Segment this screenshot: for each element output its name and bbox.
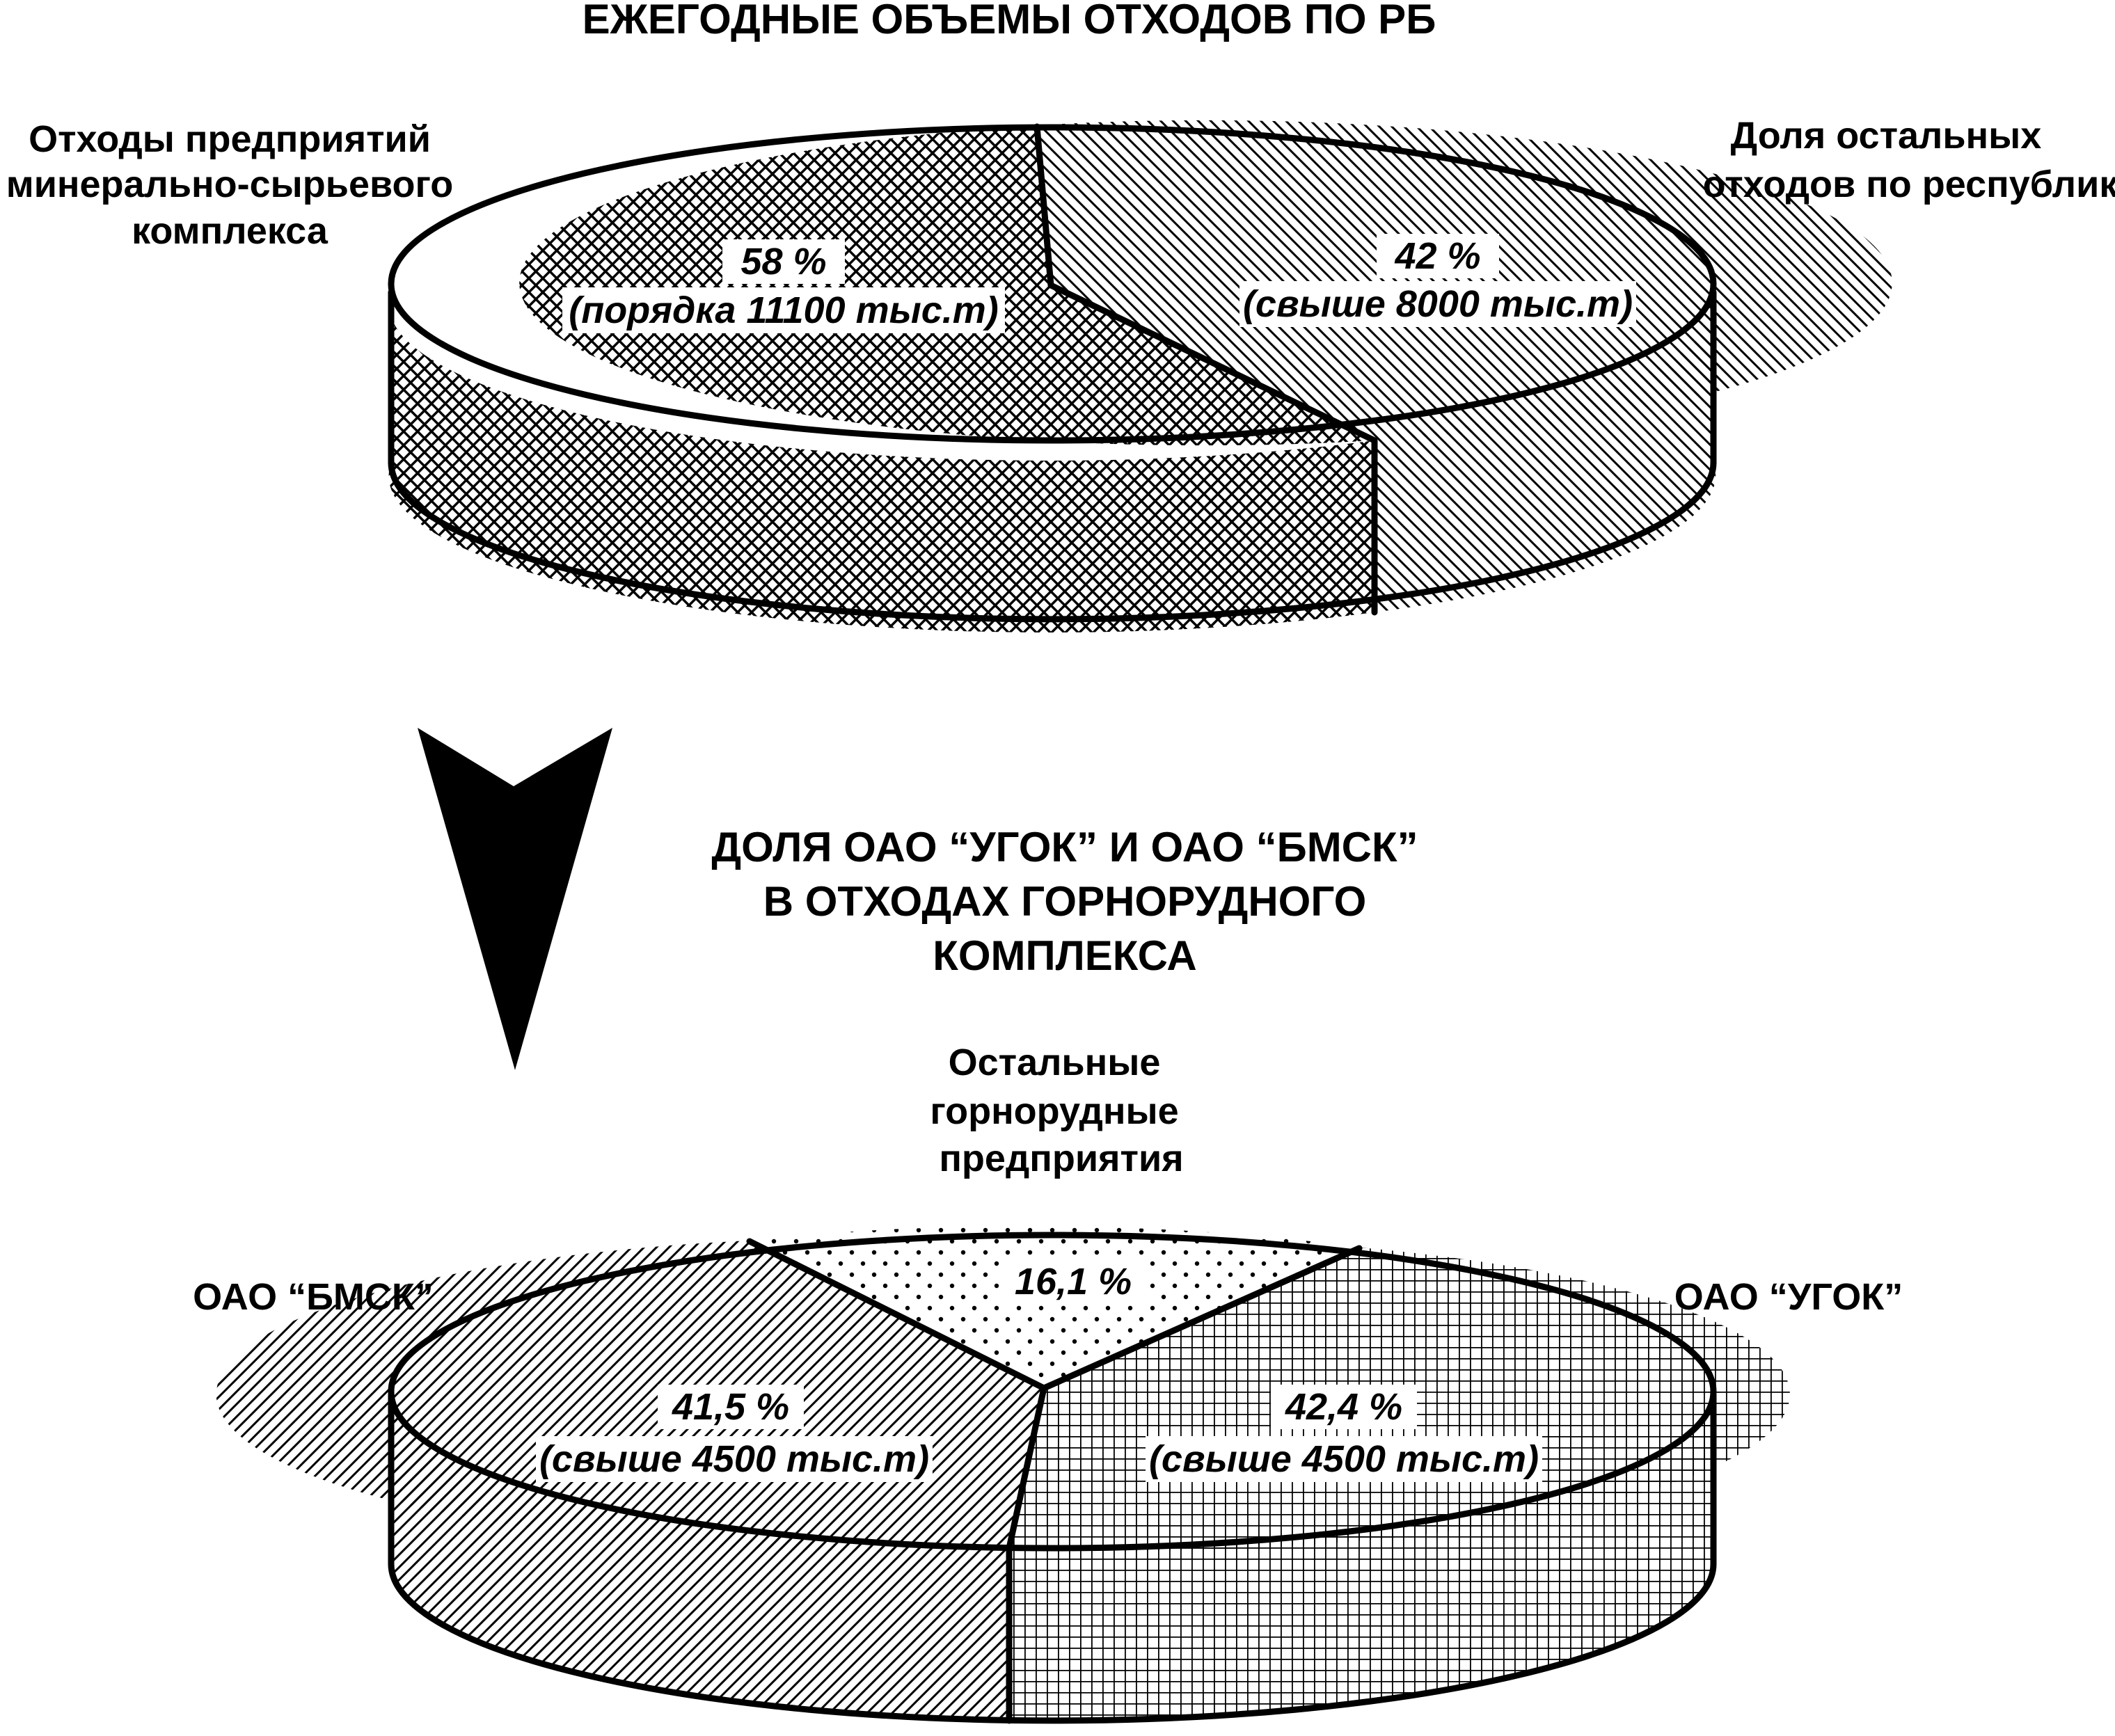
pie2-outline [388,1232,1717,1724]
mineral-line-3: комплекса [132,210,328,252]
pie2-slice-other [748,1226,1361,1388]
other-mining-line-1: Остальные [949,1042,1161,1083]
pct-58-bg [722,239,845,284]
pie1-side-mineral [388,291,1375,632]
pie1-slice-rest [1037,120,1892,440]
pct-58-label: 58 % [740,241,826,282]
pie1-side-rest [1375,291,1716,612]
mineral-line-1: Отходы предприятий [29,118,431,160]
amt-8000-label: (свыше 8000 тыс.т) [1243,283,1633,325]
category-label-rest: Доля остальных отходов по республике [1703,115,2115,205]
pct-16-bg [999,1259,1147,1304]
category-label-other-mining: Остальные горнорудные предприятия [930,1042,1183,1179]
chart2-title-line-1: ДОЛЯ ОАО “УГОК” И ОАО “БМСК” [711,824,1418,870]
amt-8000-bg [1239,281,1636,327]
pie2-side-bmsk [390,1392,1009,1721]
amt-bmsk-bg [536,1436,933,1482]
other-mining-line-2: горнорудные [930,1090,1178,1132]
pct-16-label: 16,1 % [1015,1261,1132,1303]
amt-ugok-label: (свыше 4500 тыс.т) [1149,1438,1539,1480]
pie-chart-annual-waste: ЕЖЕГОДНЫЕ ОБЪЕМЫ ОТХОДОВ ПО РБ 58 % (пор… [6,0,2115,632]
pie1-outline [388,123,1717,623]
amt-bmsk-label: (свыше 4500 тыс.т) [539,1438,929,1480]
category-label-ugok: ОАО “УГОК” [1674,1276,1903,1318]
chart1-title: ЕЖЕГОДНЫЕ ОБЪЕМЫ ОТХОДОВ ПО РБ [583,0,1436,42]
mineral-line-2: минерально-сырьевого [6,164,454,205]
chart2-title-line-2: В ОТХОДАХ ГОРНОРУДНОГО [763,878,1366,925]
other-mining-line-3: предприятия [939,1138,1183,1179]
amt-11100-label: (порядка 11100 тыс.т) [569,289,999,331]
pct-41-bg [658,1385,804,1429]
amt-11100-bg [562,287,1005,333]
down-arrow-icon [418,728,612,1070]
pct-42-4-label: 42,4 % [1285,1386,1402,1428]
amt-ugok-bg [1146,1436,1542,1482]
category-label-mineral: Отходы предприятий минерально-сырьевого … [6,118,454,252]
category-label-bmsk: ОАО “БМСК” [193,1276,434,1318]
pct-42-label: 42 % [1394,235,1480,277]
chart2-title-line-3: КОМПЛЕКСА [933,932,1197,979]
pie2-side-ugok [1009,1392,1714,1721]
pct-42-4-bg [1271,1385,1417,1429]
pie1-slice-mineral [519,125,1375,446]
rest-line-1: Доля остальных [1731,115,2042,157]
pct-42-bg [1377,234,1499,278]
pie-chart-mining-share: ДОЛЯ ОАО “УГОК” И ОАО “БМСК” В ОТХОДАХ Г… [193,824,1903,1724]
rest-line-2: отходов по республике [1703,164,2115,205]
pct-41-label: 41,5 % [672,1386,789,1428]
